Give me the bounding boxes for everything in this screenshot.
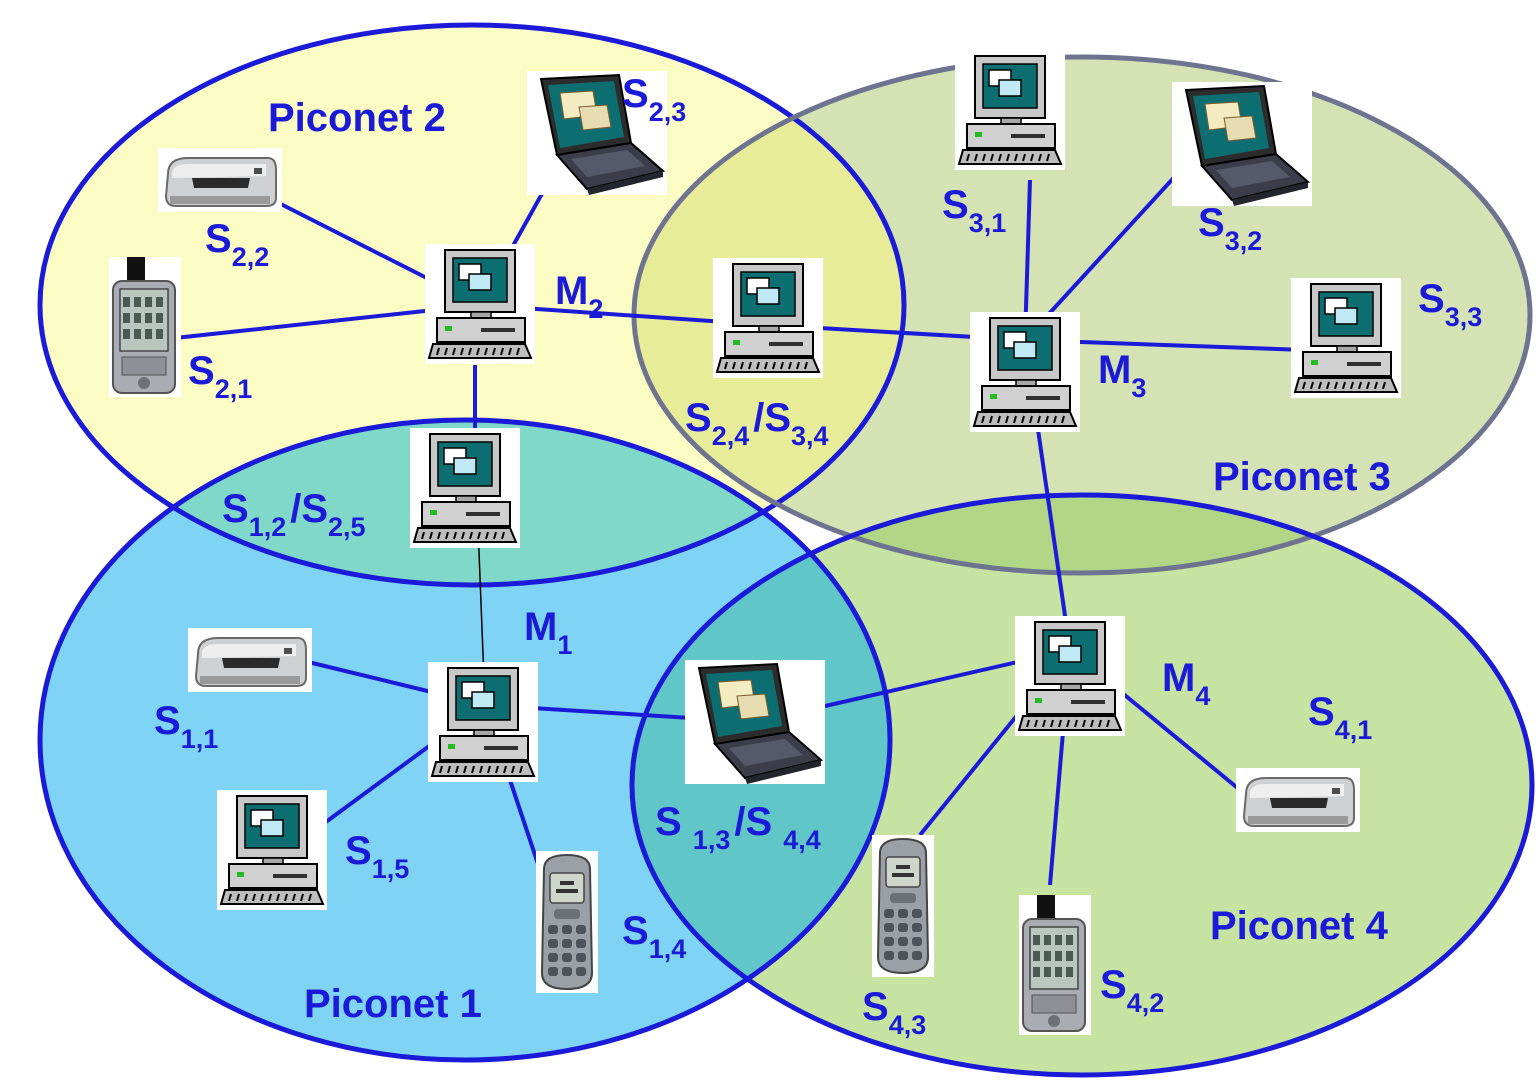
printer-icon	[188, 628, 312, 692]
node-label-s22: S2,2	[205, 217, 269, 272]
piconet-2-boundary	[37, 22, 907, 588]
piconet-4-label: Piconet 4	[1210, 904, 1389, 948]
desktop-computer-icon	[713, 258, 823, 378]
piconet-1-boundary	[37, 417, 893, 1063]
node-label-m1: M1	[524, 605, 572, 660]
desktop-computer-icon	[217, 790, 327, 910]
node-label-s15: S1,5	[345, 829, 409, 884]
node-label-s31: S3,1	[942, 183, 1006, 238]
mobile-phone-icon	[536, 851, 598, 993]
node-label-s14: S1,4	[622, 909, 686, 964]
laptop-icon	[1172, 82, 1312, 206]
pda-icon	[1019, 895, 1091, 1035]
node-label-s32: S3,2	[1198, 201, 1262, 256]
device-icons	[109, 50, 1401, 1035]
link-m3-s32	[1023, 158, 1192, 342]
node-label-s23: S2,3	[622, 72, 686, 127]
desktop-computer-icon	[428, 662, 538, 782]
node-label-b24: S2,4/S3,4	[685, 396, 829, 451]
node-label-s21: S2,1	[188, 349, 252, 404]
node-label-s42: S4,2	[1100, 963, 1164, 1018]
printer-icon	[1236, 768, 1360, 832]
pda-icon	[109, 257, 181, 397]
desktop-computer-icon	[970, 312, 1080, 432]
piconet-labels: Piconet 1 Piconet 2 Piconet 3 Piconet 4	[268, 96, 1391, 1026]
desktop-computer-icon	[955, 50, 1065, 170]
piconet-2-label: Piconet 2	[268, 96, 446, 140]
node-label-b13: S 1,3/S 4,4	[655, 800, 821, 855]
desktop-computer-icon	[1015, 616, 1125, 736]
node-label-b12: S1,2/S2,5	[222, 487, 366, 542]
desktop-computer-icon	[1291, 278, 1401, 398]
node-label-s11: S1,1	[154, 699, 218, 754]
node-label-s41: S4,1	[1308, 690, 1372, 745]
piconet-boundaries	[37, 22, 1535, 1078]
laptop-icon	[527, 71, 667, 195]
mobile-phone-icon	[872, 835, 934, 977]
laptop-icon	[685, 660, 825, 784]
desktop-computer-icon	[425, 244, 535, 364]
desktop-computer-icon	[410, 428, 520, 548]
printer-icon	[158, 148, 282, 212]
piconet-1-label: Piconet 1	[304, 982, 482, 1026]
node-label-s43: S4,3	[862, 985, 926, 1040]
piconet-4-boundary	[629, 492, 1535, 1078]
node-label-m4: M4	[1162, 656, 1210, 711]
piconet-3-label: Piconet 3	[1213, 455, 1391, 499]
node-label-m2: M2	[555, 269, 603, 324]
node-label-s33: S3,3	[1418, 277, 1482, 332]
node-label-m3: M3	[1098, 348, 1146, 403]
